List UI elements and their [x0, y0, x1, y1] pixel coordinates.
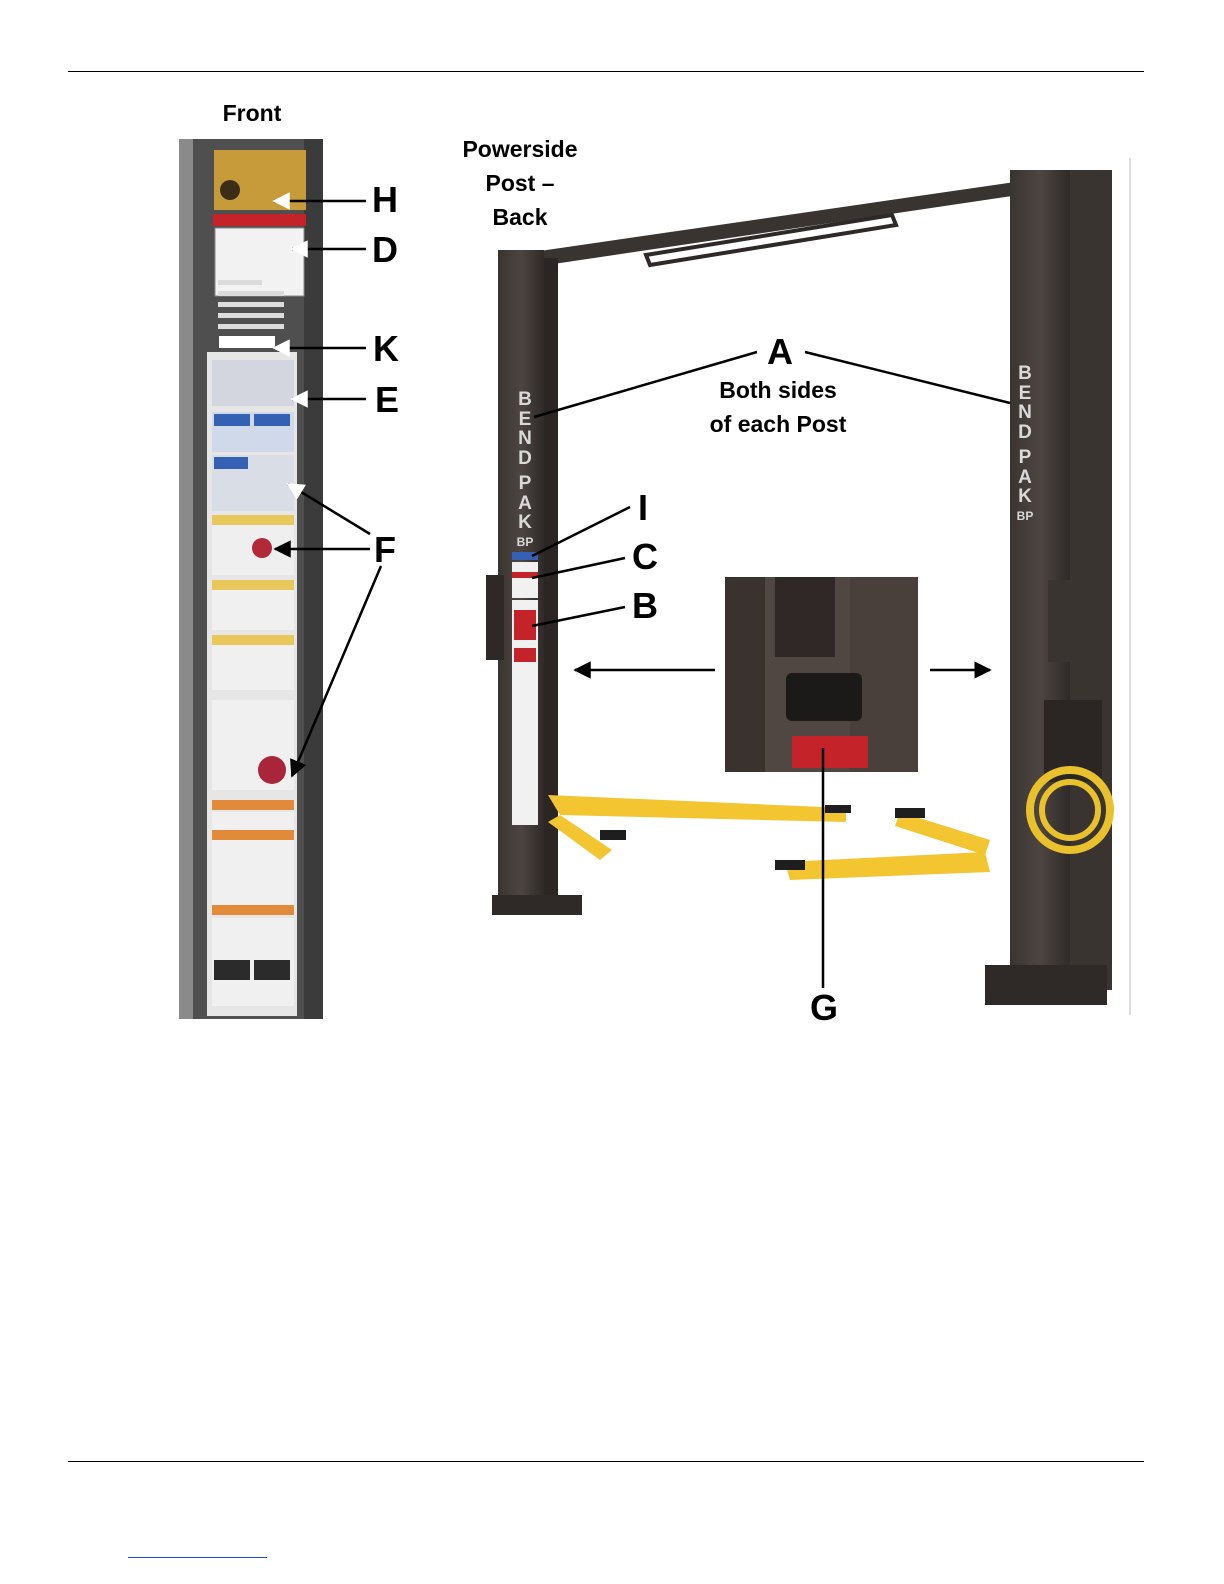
- brand-letter: P: [1013, 448, 1037, 468]
- right-post-brand: B E N D P A K BP: [1013, 364, 1037, 526]
- callout-letter-h: H: [372, 180, 398, 220]
- decal-d: [215, 228, 304, 296]
- decal-g: [792, 736, 868, 768]
- decal-d-header: [213, 214, 306, 226]
- callout-letter-b: B: [632, 586, 658, 626]
- brand-letter: B: [1013, 364, 1037, 384]
- front-post-photo: [179, 139, 323, 1019]
- brand-letter: D: [1013, 423, 1037, 443]
- brand-letter: B: [513, 390, 537, 410]
- callout-letter-g: G: [810, 988, 838, 1028]
- callout-letter-k: K: [373, 329, 399, 369]
- brand-letter: N: [1013, 403, 1037, 423]
- powerside-line: Back: [445, 200, 595, 234]
- callout-letter-a: A: [767, 332, 793, 372]
- brand-letter: K: [1013, 487, 1037, 507]
- brand-letter: D: [513, 449, 537, 469]
- both-sides-caption: Both sides of each Post: [688, 373, 868, 441]
- left-post-brand: B E N D P A K BP: [513, 390, 537, 552]
- both-sides-line: Both sides: [688, 373, 868, 407]
- callout-letter-f: F: [374, 530, 396, 570]
- brand-letter: A: [1013, 468, 1037, 488]
- decal-k: [219, 336, 275, 348]
- callout-letter-i: I: [638, 488, 648, 528]
- brand-badge: BP: [1013, 507, 1037, 527]
- brand-letter: P: [513, 474, 537, 494]
- brand-letter: K: [513, 513, 537, 533]
- both-sides-line: of each Post: [688, 407, 868, 441]
- callout-letter-e: E: [375, 380, 399, 420]
- lock-release-button: [786, 673, 862, 721]
- powerside-line: Powerside: [445, 132, 595, 166]
- front-caption: Front: [202, 96, 302, 130]
- brand-badge: BP: [513, 533, 537, 553]
- brand-letter: A: [513, 494, 537, 514]
- decal-e: [212, 360, 294, 406]
- brand-letter: E: [513, 410, 537, 430]
- powerside-line: Post –: [445, 166, 595, 200]
- g-inset-photo: [725, 577, 918, 772]
- callout-letter-d: D: [372, 230, 398, 270]
- powerside-caption: Powerside Post – Back: [445, 132, 595, 234]
- brand-letter: E: [1013, 384, 1037, 404]
- callout-letter-c: C: [632, 537, 658, 577]
- brand-letter: N: [513, 429, 537, 449]
